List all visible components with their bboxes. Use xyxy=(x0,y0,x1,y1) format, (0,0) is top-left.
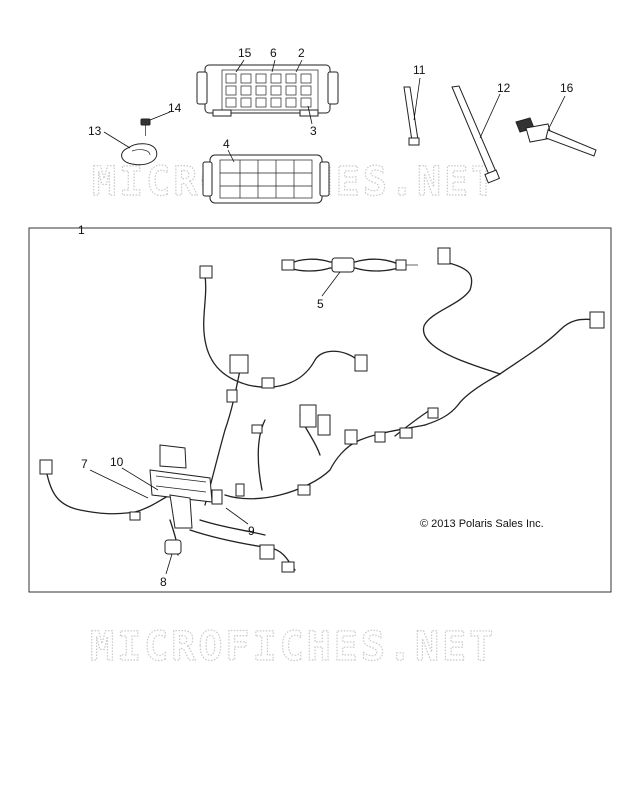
callout-3: 3 xyxy=(310,124,317,138)
harness-clamp[interactable] xyxy=(121,143,158,166)
watermark-bottom: MICROFICHES.NET xyxy=(90,624,496,670)
callout-7: 7 xyxy=(81,457,88,471)
callout-10: 10 xyxy=(110,455,124,469)
cable-tie-large[interactable] xyxy=(451,85,501,184)
screw[interactable] xyxy=(140,118,151,136)
harness-connectors xyxy=(39,247,605,573)
callout-2: 2 xyxy=(298,46,305,60)
callout-1: 1 xyxy=(78,223,85,237)
cable-tie-small[interactable] xyxy=(403,86,420,146)
copyright-notice: © 2013 Polaris Sales Inc. xyxy=(420,518,544,530)
callout-16: 16 xyxy=(560,81,574,95)
callout-15: 15 xyxy=(238,46,252,60)
sub-harness[interactable] xyxy=(281,257,418,273)
callout-labels: 15 6 2 3 4 13 14 11 12 16 1 5 7 10 9 8 xyxy=(78,46,574,589)
callout-13: 13 xyxy=(88,124,102,138)
callout-6: 6 xyxy=(270,46,277,60)
callout-4: 4 xyxy=(223,137,230,151)
callout-12: 12 xyxy=(497,81,511,95)
fuse-box[interactable] xyxy=(196,64,339,117)
harness-frame xyxy=(28,227,612,593)
leader-lines xyxy=(89,59,566,575)
ecu-module[interactable] xyxy=(149,444,213,529)
callout-9: 9 xyxy=(248,524,255,538)
callout-14: 14 xyxy=(168,101,182,115)
push-mount-tie[interactable] xyxy=(515,117,597,157)
callout-5: 5 xyxy=(317,297,324,311)
fuse-box-cover[interactable] xyxy=(202,154,330,204)
callout-8: 8 xyxy=(160,575,167,589)
callout-11: 11 xyxy=(413,63,426,77)
